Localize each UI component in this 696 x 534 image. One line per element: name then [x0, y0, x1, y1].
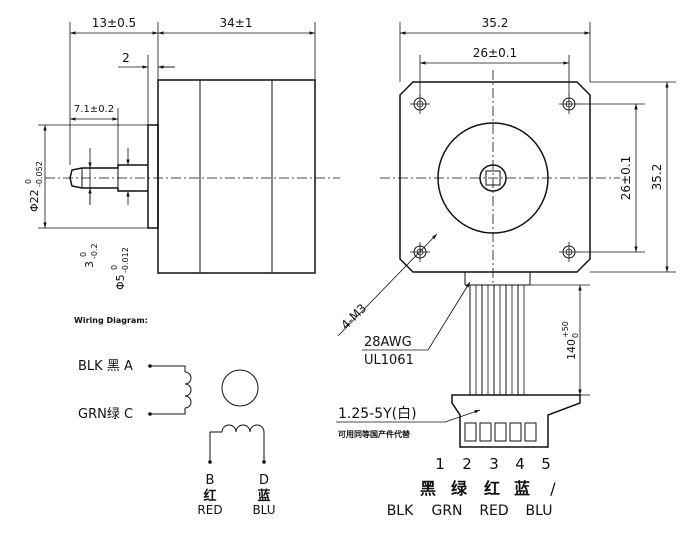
dim-shaft-tol-up: 0: [110, 265, 119, 270]
dim-pilot-tol-up: 0: [24, 179, 33, 184]
dim-hole-spacing-v: 26±0.1: [619, 156, 633, 200]
dim-flat-tol-up: 0: [79, 252, 88, 257]
pilot-flange: [147, 124, 159, 229]
side-view: 13±0.5 34±1 2 7.1±0.2 Φ22 0 -0.052 3 0 -…: [24, 16, 340, 290]
wire-b-en: RED: [197, 503, 222, 517]
shaft-flat: [485, 170, 501, 186]
connector-pins: [464, 422, 537, 442]
rotor-circle: [221, 369, 259, 407]
boss-circle: [437, 122, 549, 234]
dim-pilot-tol-down: -0.052: [35, 161, 44, 187]
front-view: 35.2 26±0.1 26±0.1 35.2 4-M3: [336, 16, 676, 519]
pin-number: 2: [462, 455, 472, 473]
pin-number: 5: [541, 455, 551, 473]
dim-pilot-dia: Φ22: [28, 189, 41, 212]
lead-wires: [469, 285, 525, 395]
connector-housing: [451, 394, 581, 448]
dim-flat-depth-group: 3 0 -0.2: [79, 243, 99, 268]
mount-hole: [410, 94, 430, 114]
connector-note: 可用同等国产件代替: [338, 429, 410, 439]
screw-label: 4-M3: [338, 301, 369, 332]
dim-shaft-dia-group: Φ5 0 -0.012: [110, 247, 130, 290]
dim-flat-len: 7.1±0.2: [74, 104, 114, 115]
color-en: RED: [479, 503, 508, 519]
dim-height: 35.2: [650, 164, 664, 191]
screw-leader: [337, 233, 438, 337]
wire-a-label: BLK 黑 A: [78, 359, 133, 374]
dim-width: 35.2: [482, 16, 509, 30]
wire-gauge: 28AWG: [364, 335, 412, 350]
wire-b-letter: B: [206, 473, 215, 488]
wire-b-cn: 红: [203, 488, 216, 504]
dim-pilot-dia-group: Φ22 0 -0.052: [24, 161, 44, 212]
dim-body-len: 34±1: [220, 16, 253, 30]
color-cn: /: [550, 479, 556, 498]
color-en: BLK: [387, 503, 414, 519]
color-cn: 红: [484, 479, 500, 498]
dim-flat-depth: 3: [83, 261, 96, 268]
color-cn: 绿: [451, 479, 468, 498]
mount-hole: [559, 242, 579, 262]
coil-b-d: [221, 424, 265, 433]
shaft-circle: [479, 164, 507, 192]
lead-length: 140: [565, 339, 578, 360]
pin-number: 1: [435, 455, 445, 473]
pin-number: 3: [489, 455, 499, 473]
color-cn: 黑: [420, 479, 436, 498]
wiring-title: Wiring Diagram:: [74, 316, 148, 325]
pin-number: 4: [515, 455, 525, 473]
wire-d-en: BLU: [252, 503, 275, 517]
mount-hole: [410, 242, 430, 262]
wire-c-label: GRN绿 C: [78, 407, 133, 422]
lead-tol-up: +50: [561, 321, 570, 338]
wire-d-letter: D: [259, 473, 269, 488]
mount-hole: [559, 94, 579, 114]
dim-hole-spacing-h: 26±0.1: [473, 46, 517, 60]
dim-flange: 2: [122, 51, 130, 65]
color-cn: 蓝: [514, 479, 530, 498]
motor-body: [157, 79, 316, 274]
dim-flat-tol-down: -0.2: [90, 243, 99, 259]
dim-shaft-tol-down: -0.012: [121, 247, 130, 273]
dim-shaft-dia: Φ5: [114, 274, 127, 290]
wire-spec: UL1061: [364, 353, 414, 368]
wire-d-cn: 蓝: [257, 488, 270, 504]
motor-face: [399, 81, 591, 273]
connector-label: 1.25-5Y(白): [338, 406, 417, 422]
lead-length-group: 140 +50 0: [561, 321, 580, 360]
color-en: BLU: [526, 503, 553, 519]
lead-tol-down: 0: [571, 333, 580, 338]
coil-a-c: [184, 371, 192, 409]
color-en: GRN: [431, 503, 462, 519]
wiring-diagram: Wiring Diagram: BLK 黑 A GRN绿 C B 红 RED D…: [74, 316, 276, 517]
dim-shaft-len: 13±0.5: [92, 16, 136, 30]
